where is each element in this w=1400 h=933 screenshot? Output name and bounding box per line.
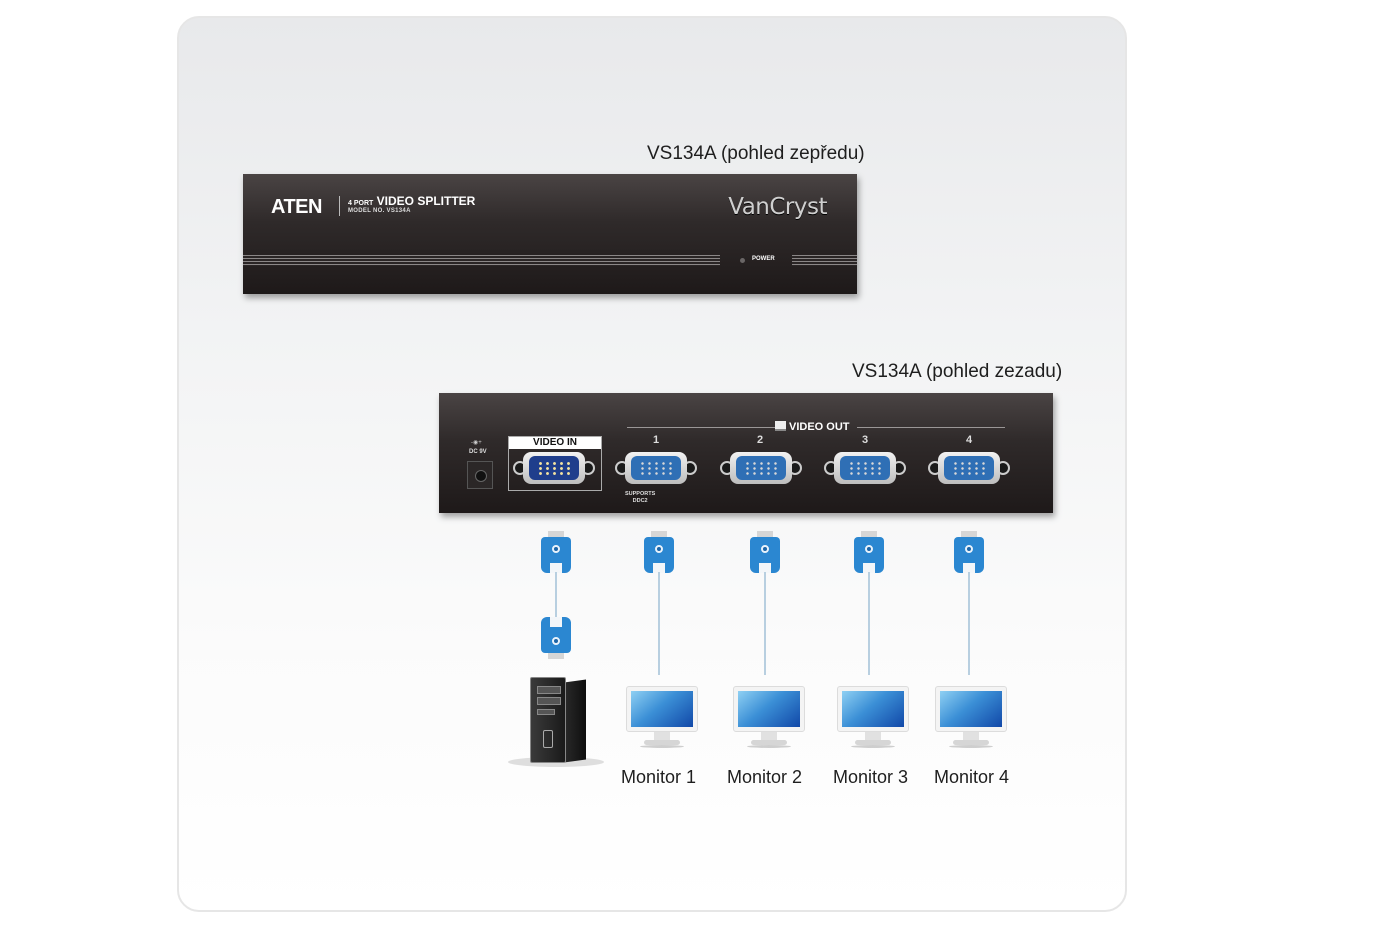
cable-to-monitor-3	[868, 572, 870, 675]
monitor-label-2: Monitor 2	[727, 767, 803, 787]
aten-logo: ATEN	[271, 196, 322, 218]
cable-to-monitor-2	[764, 572, 766, 675]
computer-tower-icon	[526, 677, 588, 763]
logo-separator	[339, 196, 340, 216]
monitor-icon	[775, 421, 786, 431]
vga-connector-icon	[541, 617, 571, 659]
cable-to-monitor-4	[968, 572, 970, 675]
port-number-3: 3	[861, 434, 869, 446]
video-in-label: VIDEO IN	[509, 437, 601, 449]
power-led-icon	[740, 258, 745, 263]
vga-connector-icon	[644, 531, 674, 573]
model-number: MODEL NO. VS134A	[348, 208, 411, 214]
monitor-label-4: Monitor 4	[934, 767, 1010, 787]
vga-port-out-3	[824, 452, 906, 484]
decor-stripes-right	[792, 255, 857, 266]
splitter-rear-view: -◉+ DC 9V VIDEO IN VIDEO OUT 1 2 3 4 SUP…	[439, 393, 1053, 513]
power-label: POWER	[752, 256, 775, 262]
ddc-note-line1: SUPPORTS	[625, 491, 656, 497]
dc-polarity-icon: -◉+	[471, 440, 482, 446]
monitor-label-1: Monitor 1	[621, 767, 697, 787]
rear-view-caption: VS134A (pohled zezadu)	[852, 361, 1063, 382]
product-name-text: VIDEO SPLITTER	[376, 194, 476, 208]
vga-connector-icon	[954, 531, 984, 573]
vga-pins-icon	[537, 461, 571, 475]
splitter-front-view: ATEN 4 PORT VIDEO SPLITTER MODEL NO. VS1…	[243, 174, 857, 294]
product-name: 4 PORT VIDEO SPLITTER	[348, 194, 475, 208]
monitor-icon-3	[837, 686, 909, 750]
vga-connector-icon	[750, 531, 780, 573]
decor-stripes-left	[243, 255, 720, 266]
dc-label: DC 9V	[469, 449, 487, 455]
vga-pins-icon	[848, 461, 882, 475]
vga-port-out-2	[720, 452, 802, 484]
ddc-support-note: SUPPORTS DDC2	[625, 491, 655, 505]
power-jack-icon	[467, 461, 493, 489]
video-out-rule-right	[857, 427, 1005, 428]
vga-connector-icon	[541, 531, 571, 573]
vga-port-out-1	[615, 452, 697, 484]
monitor-label-3: Monitor 3	[833, 767, 909, 787]
vga-connector-icon	[854, 531, 884, 573]
port-number-1: 1	[652, 434, 660, 446]
video-in-box: VIDEO IN	[508, 436, 602, 491]
port-number-4: 4	[965, 434, 973, 446]
video-out-label: VIDEO OUT	[775, 421, 850, 433]
port-number-2: 2	[756, 434, 764, 446]
video-out-text: VIDEO OUT	[789, 421, 850, 433]
vga-pins-icon	[639, 461, 673, 475]
ddc-note-line2: DDC2	[632, 498, 648, 504]
front-view-caption: VS134A (pohled zepředu)	[647, 143, 865, 164]
product-prefix: 4 PORT	[348, 200, 374, 207]
vga-port-out-4	[928, 452, 1010, 484]
monitor-icon-1	[626, 686, 698, 750]
monitor-icon-2	[733, 686, 805, 750]
vga-pins-icon	[952, 461, 986, 475]
vga-port-video-in	[513, 452, 595, 484]
monitor-icon-4	[935, 686, 1007, 750]
vancryst-brand: VanCryst	[728, 194, 827, 220]
cable-to-pc	[555, 572, 557, 620]
video-out-rule-left	[627, 427, 775, 428]
vga-pins-icon	[744, 461, 778, 475]
cable-to-monitor-1	[658, 572, 660, 675]
